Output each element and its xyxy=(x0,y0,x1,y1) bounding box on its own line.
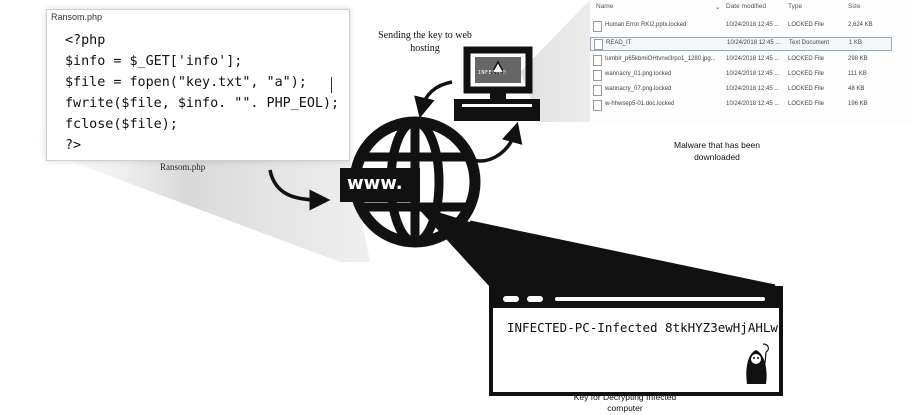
file-icon xyxy=(593,100,602,111)
file-row[interactable]: w-hhwsep5-01.doc.locked 10/24/2018 12:45… xyxy=(590,99,890,111)
file-icon xyxy=(593,70,602,81)
code-panel-caption: Ransom.php xyxy=(160,162,206,172)
malware-caption: Malware that has been downloaded xyxy=(674,140,760,162)
file-row[interactable]: tumblr_p65kbmiOHtvnw3rpo1_1280.jpg... 10… xyxy=(590,54,890,66)
code-line: $file = fopen("key.txt", "a"); xyxy=(65,75,307,90)
key-beam xyxy=(415,205,775,286)
file-row[interactable]: wannacry_07.png.locked 10/24/2018 12:45 … xyxy=(590,84,890,96)
column-header-name[interactable]: Name xyxy=(596,3,614,10)
file-icon xyxy=(593,55,602,66)
decryption-key-window: INFECTED-PC-Infected 8tkHYZ3ewHjAHLw xyxy=(489,286,783,396)
address-bar xyxy=(555,297,765,301)
column-header-type[interactable]: Type xyxy=(788,3,803,10)
code-line: fclose($file); xyxy=(65,117,178,132)
file-icon xyxy=(593,21,602,32)
window-controls xyxy=(503,296,765,302)
column-header-size[interactable]: Size xyxy=(848,3,861,10)
arrow-globe-to-monitor xyxy=(471,121,523,163)
code-panel-shadow xyxy=(0,128,370,262)
code-panel: Ransom.php <?php $info = $_GET['info']; … xyxy=(46,9,350,161)
arrow-code-to-globe xyxy=(268,169,331,211)
file-row[interactable]: wannacry_01.png.locked 10/24/2018 12:45 … xyxy=(590,69,890,81)
monitor-screen-text: INFECTED xyxy=(478,70,507,76)
column-header-date[interactable]: Date modified xyxy=(726,3,767,10)
decryption-key-text: INFECTED-PC-Infected 8tkHYZ3ewHjAHLw xyxy=(507,320,778,335)
sending-key-caption: Sending the key to web hosting xyxy=(378,30,472,54)
code-line: fwrite($file, $info. "". PHP_EOL); xyxy=(65,96,340,111)
globe-www-label: www. xyxy=(347,173,403,194)
arrow-monitor-to-code xyxy=(414,80,453,119)
code-line: <?php xyxy=(65,33,106,48)
globe-icon xyxy=(340,116,481,248)
window-dot-icon xyxy=(503,296,519,302)
file-icon xyxy=(594,39,603,50)
file-row-selected[interactable]: READ_IT 10/24/2018 12:45 ... Text Docume… xyxy=(590,37,892,51)
file-icon xyxy=(593,85,602,96)
grim-reaper-icon xyxy=(746,343,769,385)
file-row[interactable]: Human Error RKI2.pptx.locked 10/24/2018 … xyxy=(590,20,890,32)
window-dot-icon xyxy=(527,296,543,302)
text-cursor xyxy=(331,77,332,93)
code-line: ?> xyxy=(65,138,82,153)
code-line: $info = $_GET['info']; xyxy=(65,54,243,69)
window-title-bar xyxy=(493,290,779,308)
key-caption: Key for Decrypting Infected computer xyxy=(573,392,677,413)
sort-arrow-icon: ⌄ xyxy=(715,4,721,11)
file-explorer-panel: Name ⌄ Date modified Type Size Human Err… xyxy=(590,0,911,122)
monitor-icon xyxy=(454,46,540,121)
code-block: <?php $info = $_GET['info']; $file = fop… xyxy=(65,30,339,156)
code-panel-title: Ransom.php xyxy=(51,12,103,22)
